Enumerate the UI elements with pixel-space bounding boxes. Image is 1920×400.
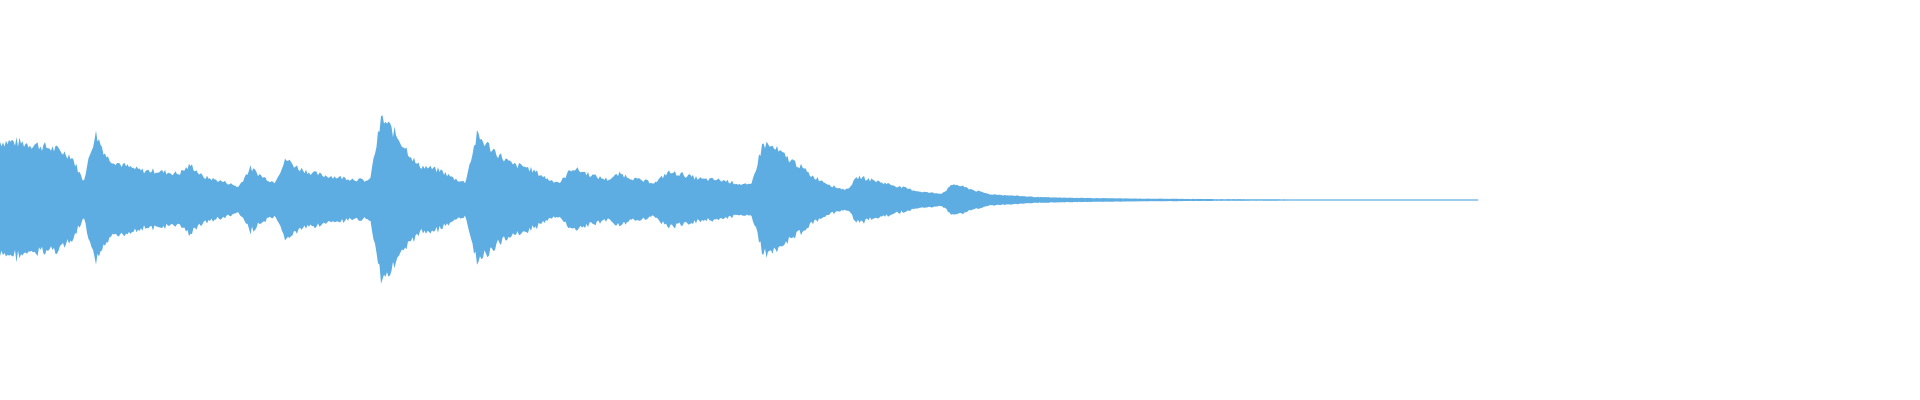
waveform-canvas[interactable] <box>0 0 1920 400</box>
audio-waveform[interactable] <box>0 0 1920 400</box>
